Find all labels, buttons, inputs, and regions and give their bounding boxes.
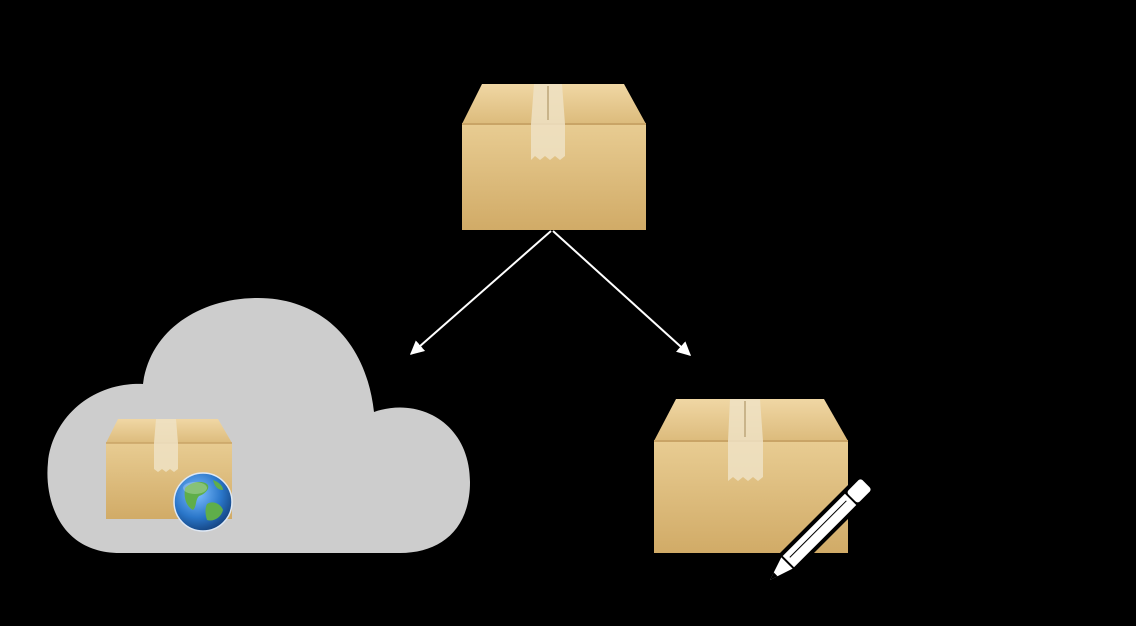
package-icon [106, 419, 232, 519]
globe-icon [173, 472, 233, 532]
pencil-icon [760, 471, 879, 590]
arrow-to-local [552, 230, 692, 356]
package-icon [462, 84, 646, 230]
arrow-to-cloud [409, 230, 552, 355]
